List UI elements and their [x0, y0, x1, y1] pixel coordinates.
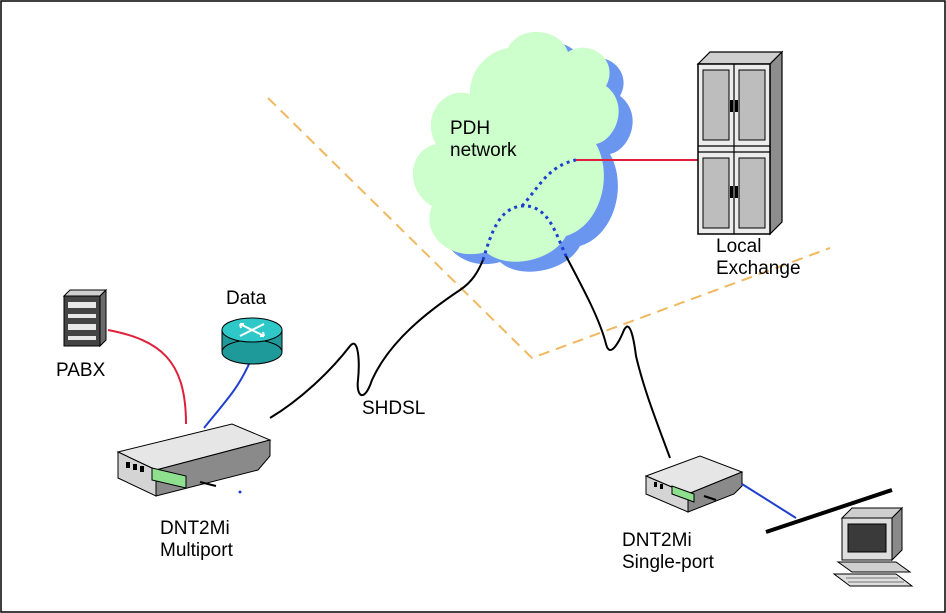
cloud-label-line1: PDH [450, 118, 491, 139]
pdh-cloud [412, 31, 633, 272]
router-icon [221, 317, 283, 365]
pc-workstation-icon [832, 506, 914, 587]
multiport-label: DNT2Mi Multiport [160, 518, 233, 562]
singleport-label-line1: DNT2Mi [622, 530, 692, 551]
exchange-label-line1: Local [716, 236, 762, 257]
exchange-label: Local Exchange [716, 236, 801, 280]
cloud-label: PDH network [450, 118, 517, 162]
cloud-label-line2: network [450, 140, 517, 161]
shdsl-line-singleport [565, 255, 671, 459]
singleport-label-line2: Single-port [622, 552, 714, 573]
pabx-cable [107, 329, 187, 425]
exchange-label-line2: Exchange [716, 258, 801, 279]
pabx-label: PABX [56, 360, 106, 381]
singleport-label: DNT2Mi Single-port [622, 530, 714, 574]
multiport-label-line1: DNT2Mi [160, 518, 230, 539]
data-cable [203, 361, 251, 429]
multiport-label-line2: Multiport [160, 540, 233, 561]
dnt2mi-multiport-device [116, 423, 272, 497]
shdsl-line-multiport [269, 259, 484, 419]
local-exchange-icon [696, 50, 784, 236]
shdsl-label: SHDSL [362, 398, 426, 419]
pabx-icon [62, 288, 108, 348]
pdh-internal-path [520, 158, 577, 208]
dnt2mi-singleport-device [644, 455, 744, 513]
network-boundary-line [267, 97, 831, 360]
lan-cable [741, 483, 797, 519]
data-label: Data [226, 288, 267, 309]
lan-bus [765, 488, 893, 534]
